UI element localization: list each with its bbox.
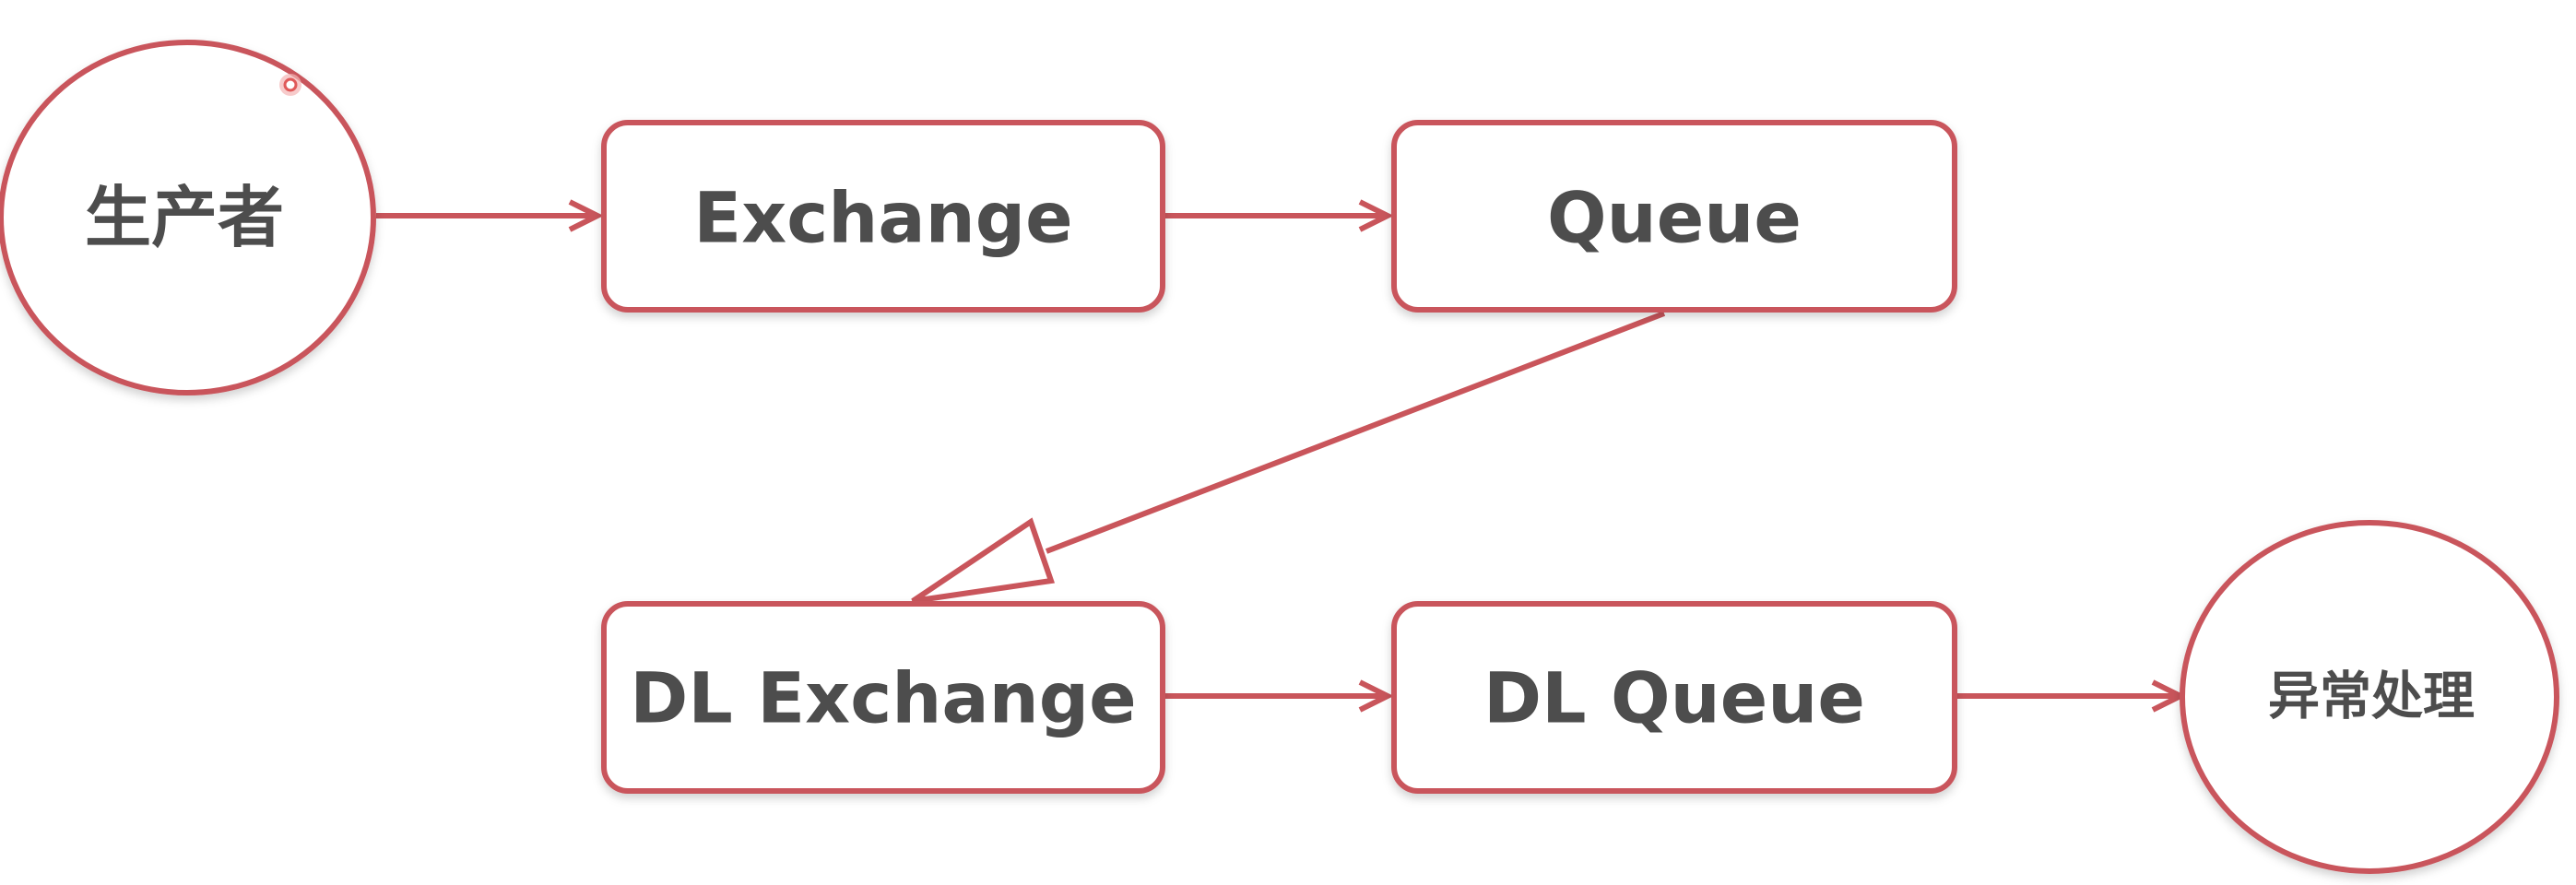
dl-queue-label: DL Queue (1483, 657, 1865, 739)
arrow-queue-to-dl-exchange (911, 311, 1666, 604)
dl-queue-node: DL Queue (1391, 601, 1957, 794)
arrow-exchange-to-queue (1164, 199, 1394, 232)
exception-handler-label: 异常处理 (2268, 667, 2475, 727)
dl-exchange-label: DL Exchange (630, 657, 1136, 739)
exchange-label: Exchange (693, 177, 1072, 259)
arrow-dl-queue-to-handler (1956, 679, 2187, 713)
exception-handler-node: 异常处理 (2180, 520, 2559, 874)
arrow-dl-exchange-to-dl-queue (1164, 679, 1394, 713)
producer-node: 生产者 (0, 40, 376, 395)
queue-node: Queue (1391, 120, 1957, 313)
queue-label: Queue (1547, 177, 1802, 259)
connectors (376, 199, 2187, 713)
arrow-producer-to-exchange (376, 199, 604, 232)
producer-label: 生产者 (85, 179, 284, 256)
exchange-node: Exchange (601, 120, 1165, 313)
cursor-pointer-icon (279, 74, 301, 96)
dl-exchange-node: DL Exchange (601, 601, 1165, 794)
